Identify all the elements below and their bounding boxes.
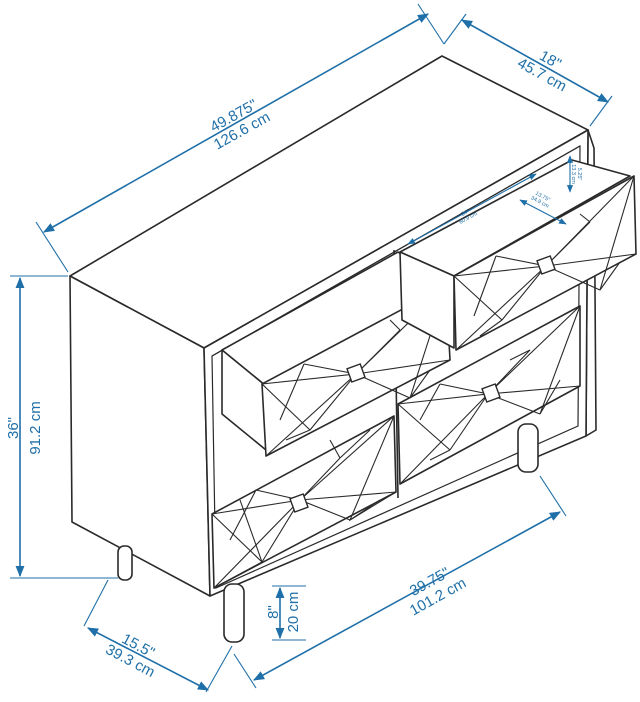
drawer-knob xyxy=(481,383,501,403)
height-cm-label: 91.2 cm xyxy=(27,401,44,454)
side-depth-dimension-line xyxy=(87,627,209,691)
drawer-box-side xyxy=(399,251,455,349)
leg-height-inches-label: 8" xyxy=(265,605,282,619)
drawer-depth-dimension-line xyxy=(519,199,567,225)
leg-back-left xyxy=(117,545,133,581)
dimension-lines xyxy=(10,3,613,693)
legs xyxy=(117,423,539,643)
width-dimension-line xyxy=(43,13,429,233)
leg-front-right xyxy=(517,423,539,473)
drawer-knob xyxy=(346,363,366,383)
height-inches-label: 36" xyxy=(5,417,22,439)
drawer-knob xyxy=(536,255,556,275)
leg-height-cm-label: 20 cm xyxy=(285,592,302,633)
drawer-knob xyxy=(289,493,309,513)
drawer-lower-right xyxy=(397,305,581,485)
depth-dimension-line xyxy=(461,19,609,103)
leg-span-dimension-line xyxy=(253,511,561,681)
leg-front-left xyxy=(223,583,245,643)
drawer-width-dimension-line xyxy=(407,173,537,245)
drawer-upper-left-open xyxy=(221,251,451,457)
drawer-height-cm-label: 13.3 cm xyxy=(570,164,576,184)
drawer-width-inches-label: 24" xyxy=(461,209,471,218)
drawer-height-inches-label: 5.25" xyxy=(576,168,582,181)
